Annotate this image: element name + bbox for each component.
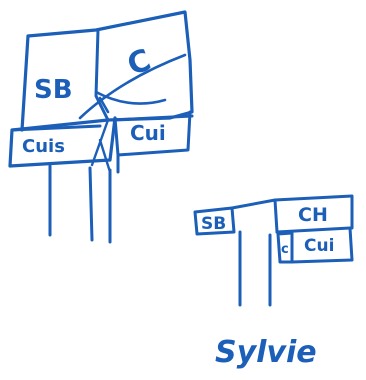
top-cross-connector [90,118,112,174]
top-label-c: C [123,43,156,83]
top-arrow-connector [94,90,167,114]
caption-sylvie: Sylvie [215,335,317,370]
bottom-sb-box [193,206,236,236]
top-row-line [10,114,194,132]
bottom-cell [275,226,354,264]
top-diagonal-connector [78,53,187,120]
bottom-right-frame [230,194,354,234]
top-right-cell [113,110,192,157]
bottom-label-c: c [281,242,289,257]
bottom-label-cui: Cui [304,236,334,256]
bottom-sketch: SB CH c Cui [193,194,354,307]
top-label-cui: Cui [130,121,166,145]
top-legs [48,153,120,244]
top-sketch: SB C Cuis Cui [8,10,194,244]
bottom-label-ch: CH [298,204,328,226]
top-center-divider [94,28,110,122]
bottom-label-sb: SB [201,214,226,234]
bottom-legs [238,230,272,307]
top-label-cuis: Cuis [22,136,65,157]
top-label-sb: SB [34,75,73,105]
